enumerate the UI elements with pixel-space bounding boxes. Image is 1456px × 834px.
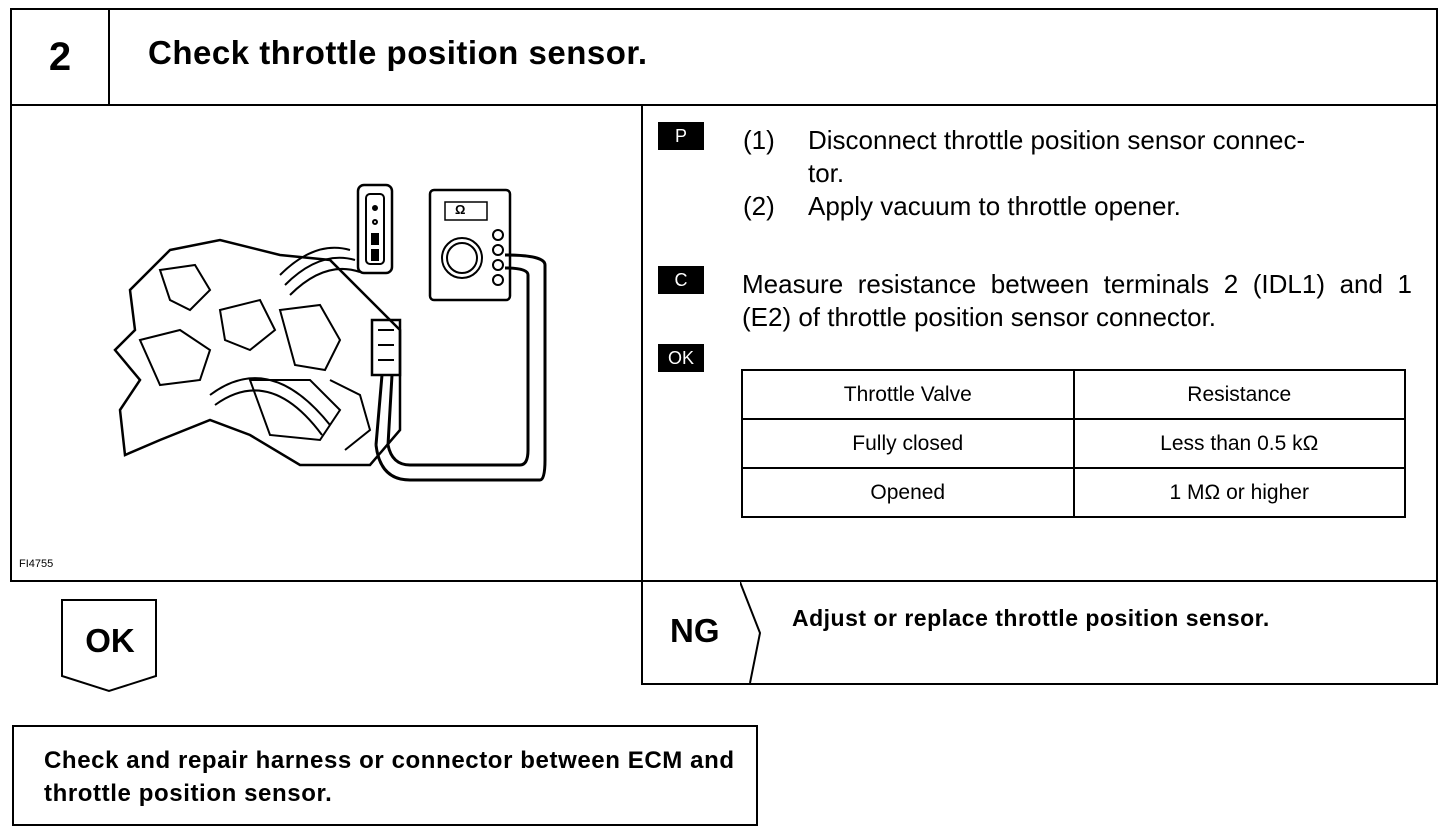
table-cell: Fully closed: [741, 418, 1075, 469]
table-header-row: Throttle Valve Resistance: [741, 369, 1406, 420]
figure-id: FI4755: [19, 558, 54, 570]
next-step-box: [12, 725, 758, 826]
ohm-display: Ω: [455, 202, 466, 217]
column-header: Resistance: [1072, 369, 1406, 420]
next-step-text: Check and repair harness or connector be…: [44, 747, 735, 807]
ok-result-label: OK: [85, 622, 135, 659]
step-number-cell: [10, 8, 110, 106]
ng-result-label: NG: [670, 612, 720, 649]
step-1-number: (1): [743, 125, 775, 155]
table-row: Fully closed Less than 0.5 kΩ: [741, 418, 1406, 469]
check-badge: C: [658, 266, 704, 294]
table-row: Opened 1 MΩ or higher: [741, 467, 1406, 518]
step-number: 2: [48, 34, 72, 79]
step-2-number: (2): [743, 191, 775, 221]
ok-badge: OK: [658, 344, 704, 372]
ng-action-text: Adjust or replace throttle position sens…: [792, 605, 1270, 631]
resistance-spec-table: Throttle Valve Resistance Fully closed L…: [741, 369, 1406, 518]
column-divider: [641, 104, 643, 684]
prepare-badge: P: [658, 122, 704, 150]
column-header: Throttle Valve: [741, 369, 1075, 420]
table-cell: Opened: [741, 467, 1075, 518]
ng-arrow-separator: [740, 582, 762, 684]
measure-instruction: Measure resistance between terminals 2 (…: [742, 269, 1412, 332]
engine-illustration: [113, 183, 547, 482]
step-title: Check throttle position sensor.: [148, 34, 648, 71]
ng-result-box: [641, 580, 1438, 685]
table-cell: 1 MΩ or higher: [1072, 467, 1406, 518]
ok-arrow-shape: [61, 599, 157, 693]
table-cell: Less than 0.5 kΩ: [1072, 418, 1406, 469]
step-1-text: Disconnect throttle position sensor conn…: [808, 125, 1306, 188]
step-2-text: Apply vacuum to throttle opener.: [808, 191, 1181, 221]
